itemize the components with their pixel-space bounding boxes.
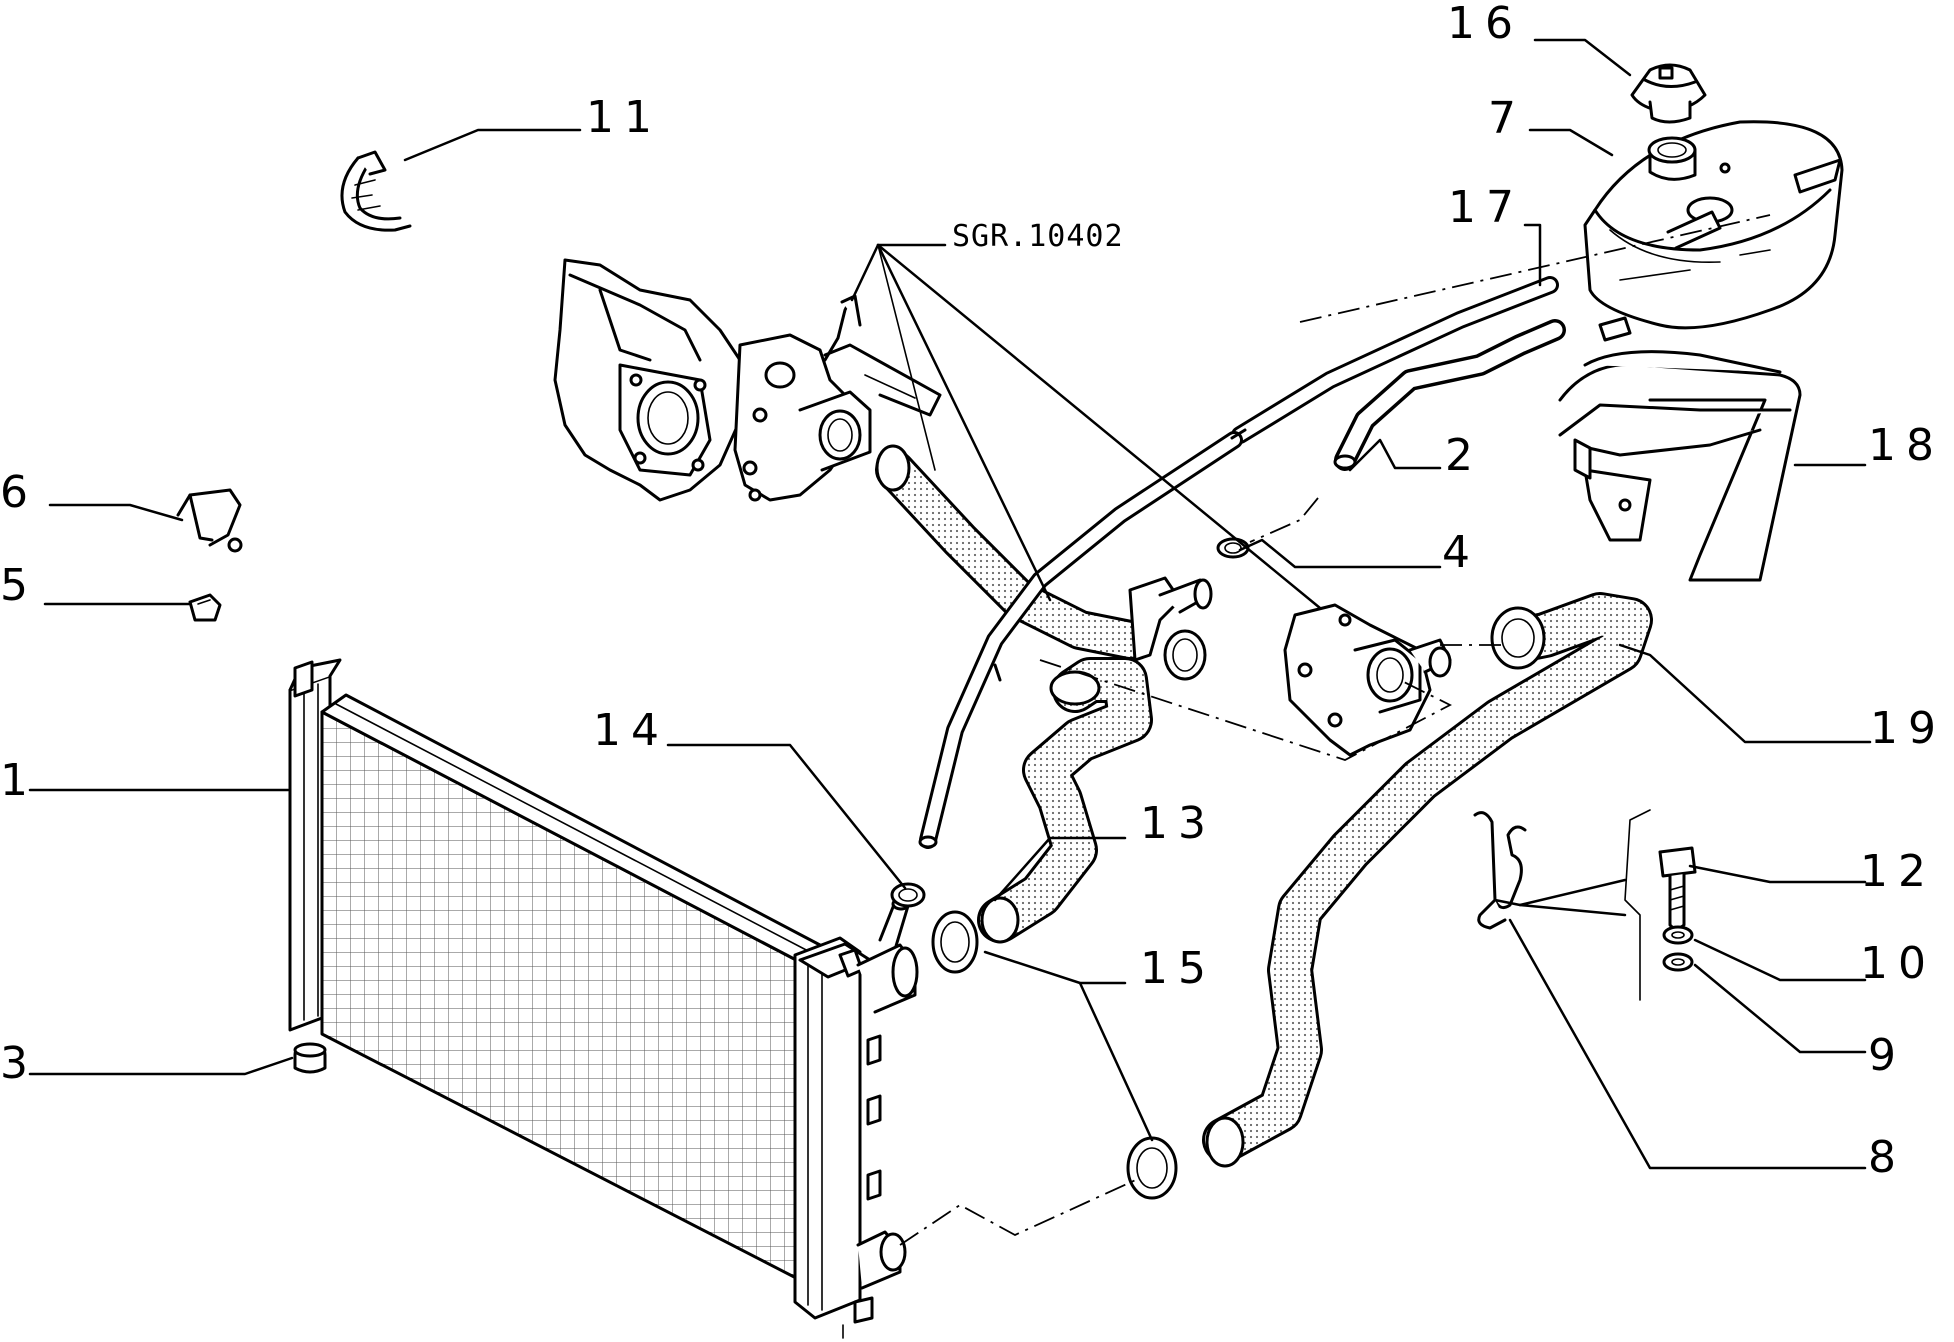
callout-18: 18 [1868, 420, 1944, 471]
upper-radiator-hose [977, 657, 1153, 944]
clip-5 [188, 593, 222, 622]
clip-6 [176, 488, 243, 553]
callout-15: 15 [1140, 943, 1216, 994]
assembly-center-lines [899, 214, 1771, 1246]
tank-cap [1630, 63, 1707, 124]
washer-10 [1662, 925, 1694, 945]
callout-13: 13 [1140, 798, 1216, 849]
callout-1: 1 [0, 755, 38, 806]
clip-8 [1473, 811, 1527, 930]
clamp-15-upper [931, 910, 979, 974]
overflow-hose [918, 276, 1566, 849]
bolt-12 [1658, 846, 1697, 930]
callout-2: 2 [1445, 430, 1483, 481]
callout-9: 9 [1868, 1030, 1906, 1081]
callout-11: 11 [586, 92, 662, 143]
callout-10: 10 [1860, 938, 1936, 989]
expansion-tank [1583, 120, 1844, 342]
clamp-15-lower [1126, 1136, 1178, 1200]
callout-14: 14 [593, 705, 669, 756]
tank-bracket [1558, 350, 1802, 582]
callout-5: 5 [0, 560, 38, 611]
lower-radiator-hose [1202, 592, 1653, 1168]
callout-7: 7 [1488, 93, 1526, 144]
clamp-14 [890, 882, 926, 908]
engine-water-pump-housing [553, 258, 942, 502]
callout-17: 17 [1448, 182, 1524, 233]
radiator [288, 658, 919, 1339]
leader-lines [28, 38, 1872, 1170]
callout-3: 3 [0, 1038, 38, 1089]
bolt-group-bracket-line [1624, 809, 1651, 1001]
callout-4: 4 [1442, 527, 1480, 578]
callout-8: 8 [1868, 1132, 1906, 1183]
callout-6: 6 [0, 467, 38, 518]
callout-16: 16 [1447, 0, 1523, 49]
washer-9 [1662, 952, 1694, 972]
grommet-3 [293, 1042, 327, 1074]
callout-numbers: 1 2 3 4 5 6 7 8 9 10 11 12 13 14 15 16 1… [0, 0, 1946, 1183]
reference-code: SGR.10402 [952, 219, 1124, 254]
callout-19: 19 [1870, 703, 1946, 754]
callout-12: 12 [1860, 846, 1936, 897]
hose-clamp-11 [340, 150, 412, 232]
thermostat-housing [1283, 603, 1452, 757]
radiator-core [320, 710, 802, 1282]
